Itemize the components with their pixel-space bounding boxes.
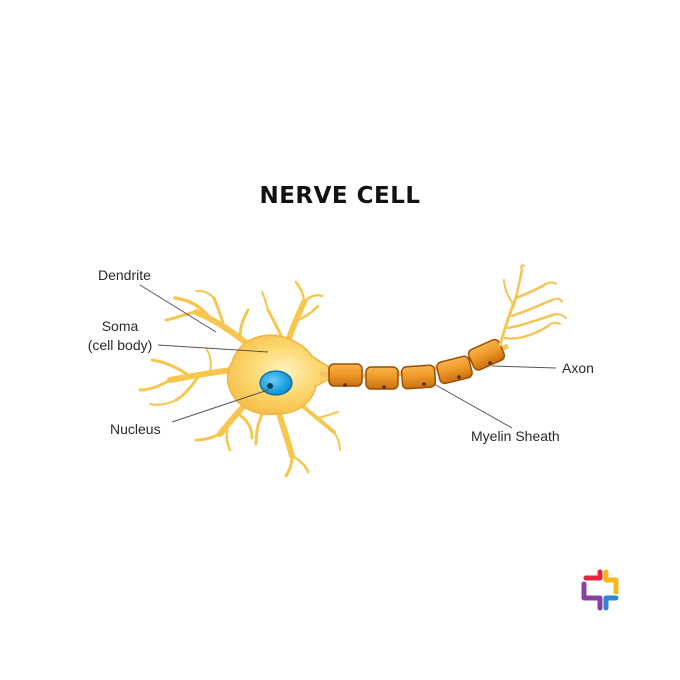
- myelin-leader: [433, 383, 513, 429]
- myelin-sheath-label: Myelin Sheath: [471, 428, 560, 444]
- nucleolus-dot: [267, 383, 273, 389]
- myelin-segment: [400, 364, 437, 390]
- dendrites: [138, 280, 341, 478]
- dendrite-label: Dendrite: [98, 267, 151, 283]
- myelin-segments: [328, 338, 506, 390]
- myelin-segment: [436, 355, 473, 385]
- nucleus-leader: [171, 389, 269, 423]
- leader-lines: [139, 284, 557, 429]
- dendrite-leader: [139, 284, 217, 333]
- cross-logo: [581, 569, 619, 611]
- axon-terminals: [498, 264, 567, 347]
- schwann-nuclei: [343, 361, 492, 389]
- diagram-title: NERVE CELL: [259, 183, 421, 209]
- soma-label: Soma (cell body): [80, 317, 160, 355]
- soma-label-line1: Soma: [101, 318, 139, 334]
- myelin-segment: [328, 363, 363, 387]
- nucleus-label: Nucleus: [110, 421, 161, 437]
- myelin-segment: [365, 366, 399, 390]
- axon-label: Axon: [562, 360, 594, 376]
- nucleus-shape: [259, 370, 293, 396]
- axon-leader: [491, 365, 557, 369]
- soma-label-line2: (cell body): [87, 337, 153, 353]
- myelin-segment: [467, 338, 506, 371]
- soma-leader: [157, 344, 269, 353]
